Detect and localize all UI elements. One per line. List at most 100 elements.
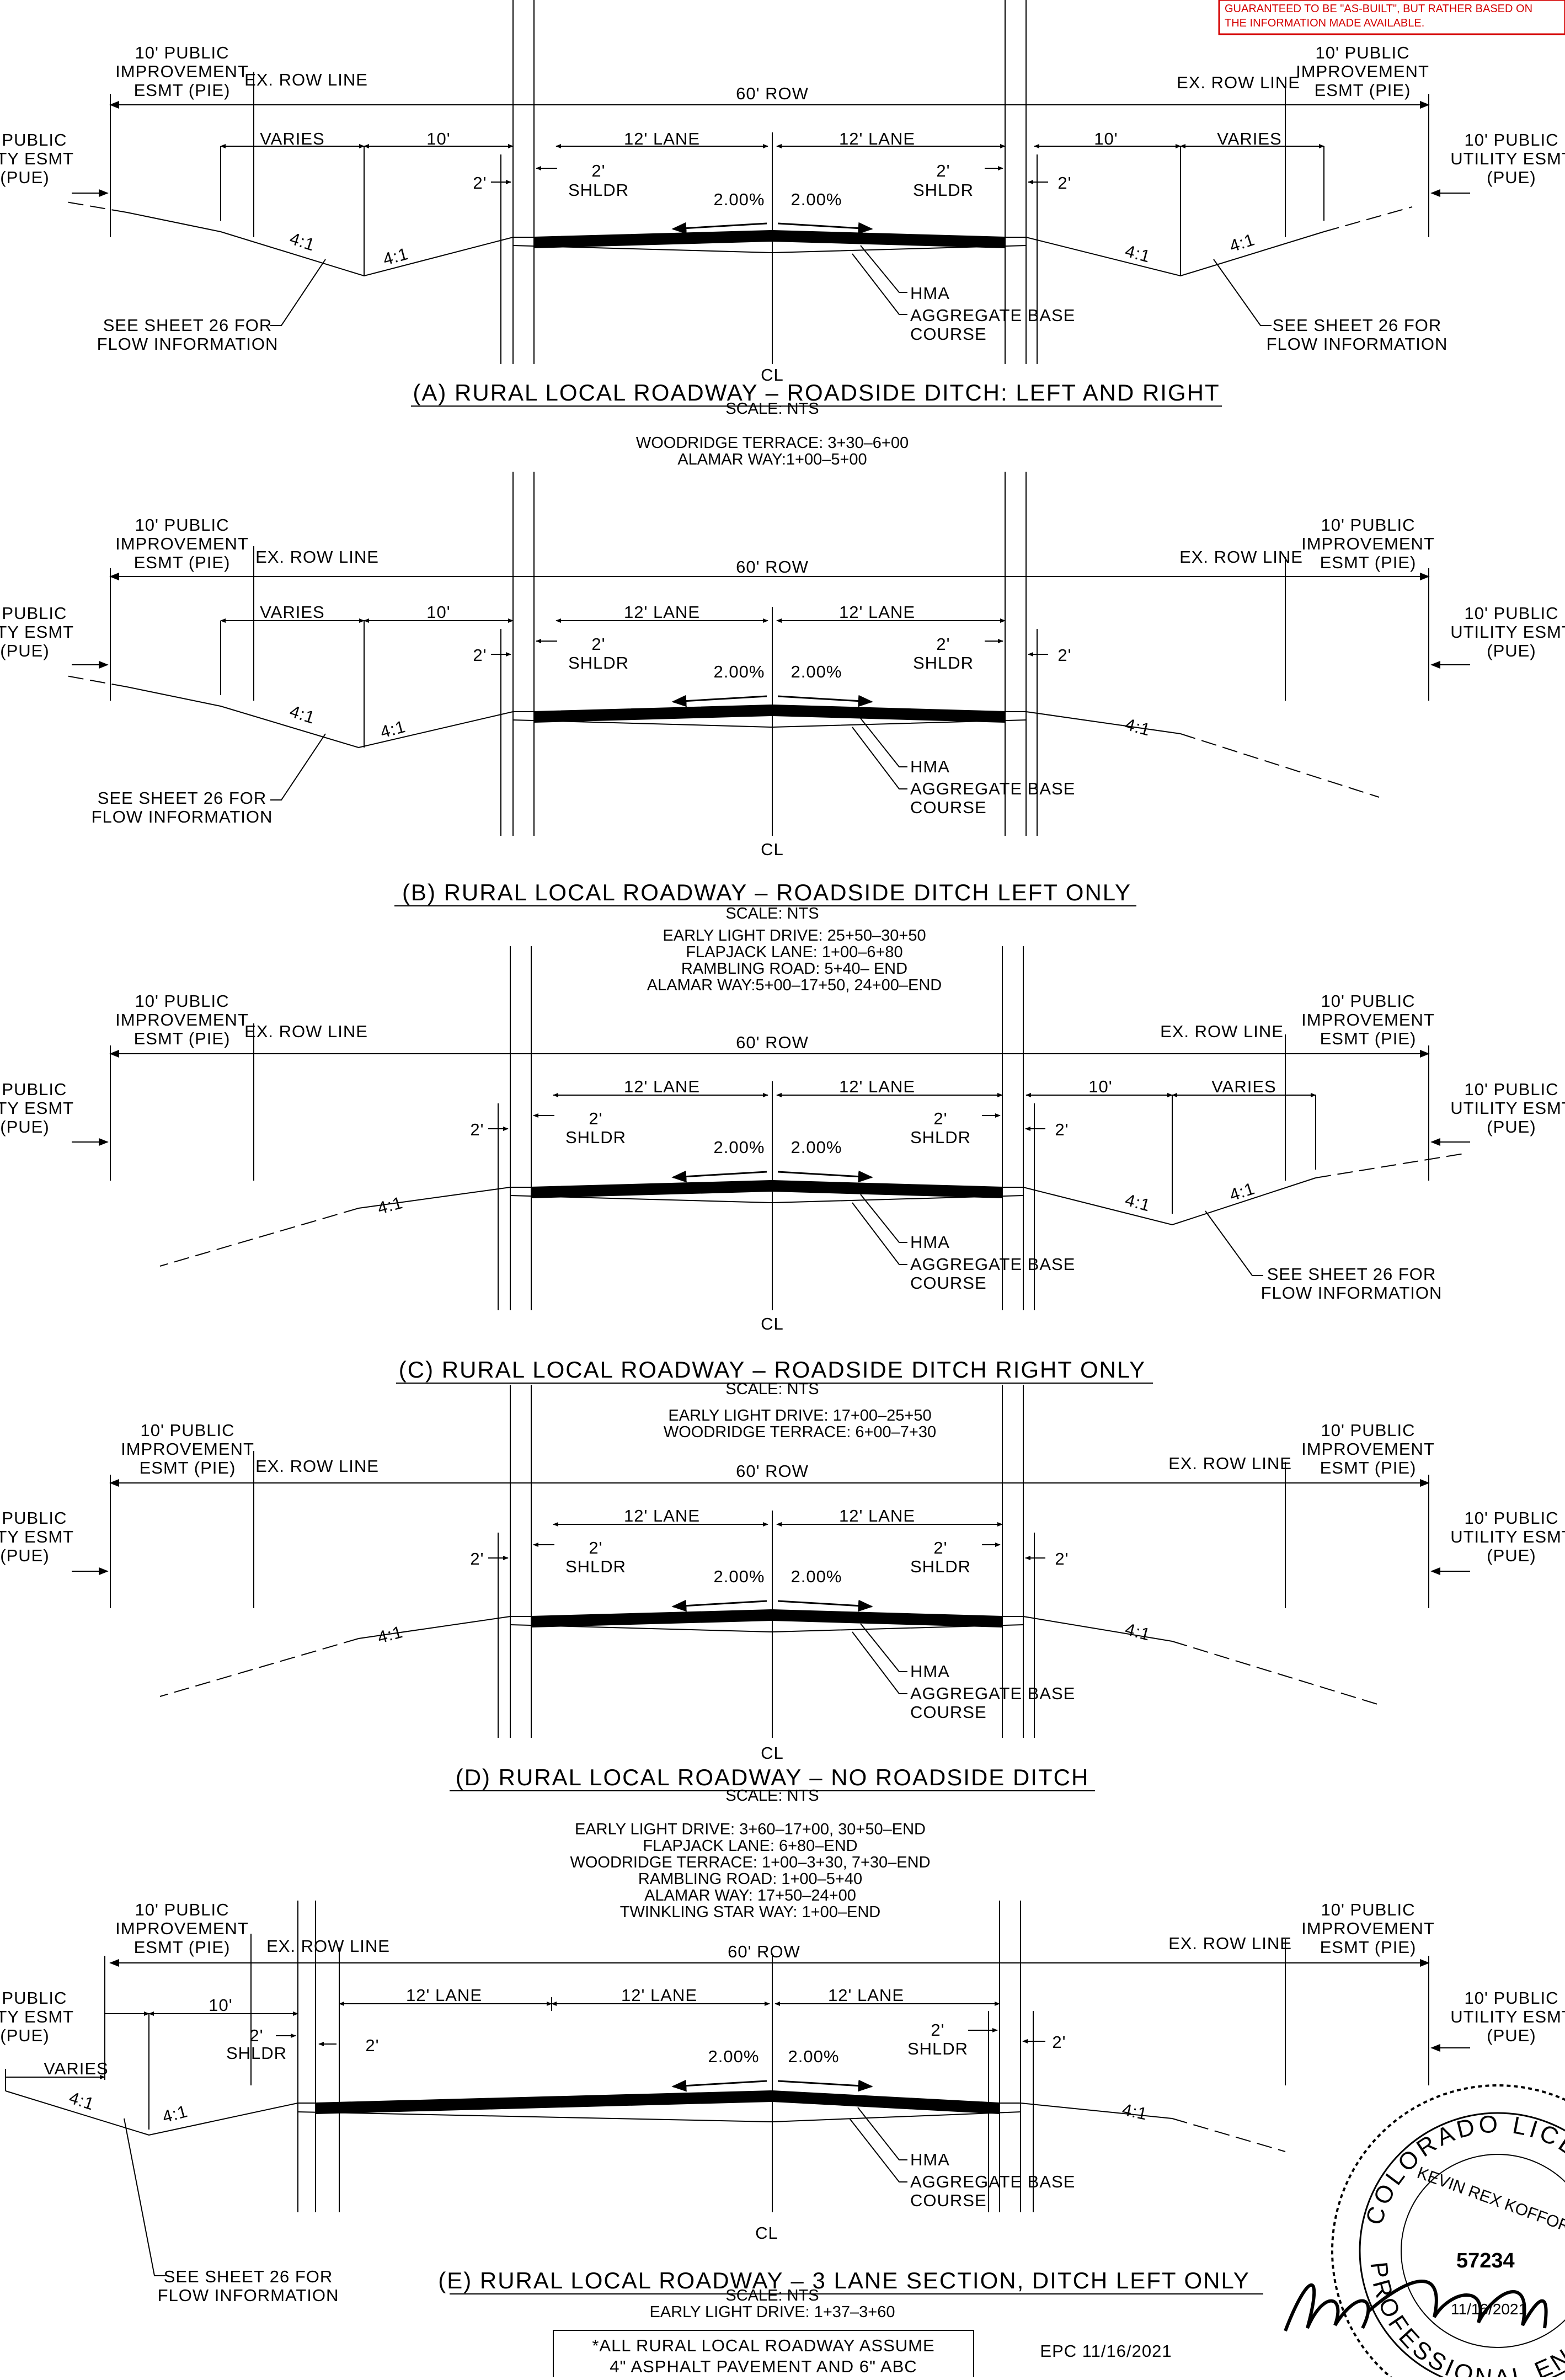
pue-label-right: 10' PUBLIC — [1465, 1080, 1559, 1099]
station-line: EARLY LIGHT DRIVE: 17+00–25+50 — [668, 1407, 931, 1424]
shoulder-label-left: SHLDR — [226, 2043, 287, 2063]
shoulder-width-left: 2' — [589, 1538, 602, 1557]
pue-label-left: 0' PUBLIC — [0, 130, 67, 150]
section-title: (E) RURAL LOCAL ROADWAY – 3 LANE SECTION… — [438, 2267, 1250, 2293]
two-ft-label-left: 2' — [473, 645, 487, 665]
ditch-slope-ratio: 4:1 — [378, 717, 408, 742]
pue-label-right: (PUE) — [1487, 641, 1536, 660]
abc-label: COURSE — [910, 1703, 987, 1722]
pue-label-left: 0' PUBLIC — [0, 1508, 67, 1528]
row-width-label: 60' ROW — [736, 1461, 809, 1481]
pue-label-right: 10' PUBLIC — [1465, 130, 1559, 150]
seal-license-number: 57234 — [1456, 2249, 1515, 2272]
station-line: EARLY LIGHT DRIVE: 25+50–30+50 — [663, 927, 926, 944]
cross-slope-left: 2.00% — [714, 190, 765, 209]
pue-label-right: UTILITY ESMT — [1450, 2007, 1565, 2026]
shoulder-label-right: SHLDR — [913, 653, 974, 673]
flow-note-left: SEE SHEET 26 FOR — [164, 2267, 333, 2286]
lane-label-center: 12' LANE — [621, 1986, 697, 2005]
general-note-box: *ALL RURAL LOCAL ROADWAY ASSUME 4" ASPHA… — [553, 2330, 974, 2380]
cross-slope-left: 2.00% — [714, 662, 765, 681]
row-line-label-right: EX. ROW LINE — [1179, 547, 1303, 567]
pue-label-left: (PUE) — [0, 641, 49, 660]
pie-label-left: ESMT (PIE) — [134, 1029, 231, 1048]
two-ft-label-left: 2' — [365, 2036, 379, 2055]
pue-label-right: 10' PUBLIC — [1465, 1988, 1559, 2008]
section-d: 10' PUBLIC IMPROVEMENT ESMT (PIE) 10' PU… — [0, 1385, 1565, 1921]
pie-label-left: IMPROVEMENT — [115, 1010, 249, 1029]
pie-label-right: 10' PUBLIC — [1321, 1421, 1416, 1440]
hma-label: HMA — [910, 284, 950, 303]
ten-ft-label-right: 10' — [1088, 1077, 1112, 1096]
cross-slope-left: 2.00% — [708, 2047, 760, 2066]
pue-label-left: ILITY ESMT — [0, 2007, 74, 2026]
section-title: (D) RURAL LOCAL ROADWAY – NO ROADSIDE DI… — [456, 1764, 1089, 1790]
pie-label-right: 10' PUBLIC — [1321, 1900, 1416, 1919]
seal-bottom-text: PROFESSIONAL ENGINEER — [1365, 2260, 1565, 2377]
general-note-line: *ALL RURAL LOCAL ROADWAY ASSUME — [592, 2336, 934, 2355]
lane-label-right: 12' LANE — [839, 602, 915, 622]
row-line-label-left: EX. ROW LINE — [255, 1456, 379, 1476]
section-title: (A) RURAL LOCAL ROADWAY – ROADSIDE DITCH… — [413, 380, 1220, 405]
hma-label: HMA — [910, 757, 950, 776]
scale-label: SCALE: NTS — [725, 400, 819, 418]
lane-label-left: 12' LANE — [406, 1986, 482, 2005]
disclaimer-line-1: GUARANTEED TO BE "AS-BUILT", BUT RATHER … — [1225, 3, 1532, 15]
ten-ft-label-left: 10' — [209, 1995, 232, 2015]
pue-label-right: 10' PUBLIC — [1465, 604, 1559, 623]
row-line-label-right: EX. ROW LINE — [1177, 73, 1300, 92]
lane-label-right: 12' LANE — [839, 1506, 915, 1525]
pie-label-left: ESMT (PIE) — [140, 1458, 236, 1477]
pue-label-right: (PUE) — [1487, 168, 1536, 187]
abc-label: AGGREGATE BASE — [910, 779, 1075, 798]
seal-engineer-name: KEVIN REX KOFFORD — [1415, 2164, 1565, 2240]
shoulder-width-left: 2' — [589, 1109, 602, 1128]
lane-label-right: 12' LANE — [839, 1077, 915, 1096]
station-line: EARLY LIGHT DRIVE: 1+37–3+60 — [650, 2303, 895, 2321]
station-line: RAMBLING ROAD: 1+00–5+40 — [638, 1870, 862, 1888]
pie-label-left: 10' PUBLIC — [141, 1421, 235, 1440]
varies-label-left: VARIES — [260, 129, 324, 148]
two-ft-label-right: 2' — [1055, 1549, 1069, 1568]
shoulder-label-right: SHLDR — [907, 2039, 968, 2058]
road-slope-ratio: 4:1 — [1120, 2100, 1149, 2124]
flow-note-right: FLOW INFORMATION — [1261, 1283, 1443, 1303]
shoulder-width-left: 2' — [591, 161, 605, 180]
ditch-slope-ratio: 4:1 — [287, 701, 318, 728]
row-line-label-left: EX. ROW LINE — [255, 547, 379, 567]
centerline-label: CL — [761, 1743, 784, 1763]
pue-label-left: ILITY ESMT — [0, 1098, 74, 1118]
two-ft-label-left: 2' — [473, 173, 487, 193]
general-note-line: 4" ASPHALT PAVEMENT AND 6" ABC — [610, 2357, 917, 2376]
station-line: FLAPJACK LANE: 6+80–END — [643, 1837, 857, 1855]
pie-label-right: ESMT (PIE) — [1320, 1458, 1417, 1477]
ditch-slope-ratio: 4:1 — [1227, 1178, 1257, 1205]
shoulder-width-left: 2' — [249, 2026, 263, 2045]
pue-label-left: (PUE) — [0, 1117, 49, 1136]
ten-ft-label-right: 10' — [1094, 129, 1118, 148]
pue-label-left: (PUE) — [0, 2026, 49, 2045]
hma-label: HMA — [910, 1662, 950, 1681]
row-line-label-right: EX. ROW LINE — [1168, 1934, 1292, 1953]
pie-label-left: IMPROVEMENT — [115, 534, 249, 553]
cross-slope-right: 2.00% — [791, 1138, 842, 1157]
scale-label: SCALE: NTS — [725, 905, 819, 922]
row-line-label-right: EX. ROW LINE — [1160, 1022, 1284, 1041]
scale-label: SCALE: NTS — [725, 1380, 819, 1398]
pie-label-left: IMPROVEMENT — [115, 1919, 249, 1938]
centerline-label: CL — [761, 1314, 784, 1333]
engineer-signature — [1284, 2280, 1548, 2332]
shoulder-width-right: 2' — [936, 634, 950, 654]
station-line: EARLY LIGHT DRIVE: 3+60–17+00, 30+50–END — [575, 1821, 926, 1838]
centerline-label: CL — [761, 840, 784, 859]
disclaimer-line-2: THE INFORMATION MADE AVAILABLE. — [1225, 17, 1424, 29]
station-line: ALAMAR WAY: 17+50–24+00 — [644, 1887, 856, 1904]
lane-label-left: 12' LANE — [624, 602, 700, 622]
pue-label-right: UTILITY ESMT — [1450, 622, 1565, 642]
pie-label-left: 10' PUBLIC — [135, 515, 229, 535]
station-line: WOODRIDGE TERRACE: 1+00–3+30, 7+30–END — [570, 1854, 930, 1871]
varies-label-right: VARIES — [1217, 129, 1281, 148]
hma-label: HMA — [910, 1232, 950, 1252]
abc-label: AGGREGATE BASE — [910, 1255, 1075, 1274]
centerline-label: CL — [755, 2223, 778, 2243]
